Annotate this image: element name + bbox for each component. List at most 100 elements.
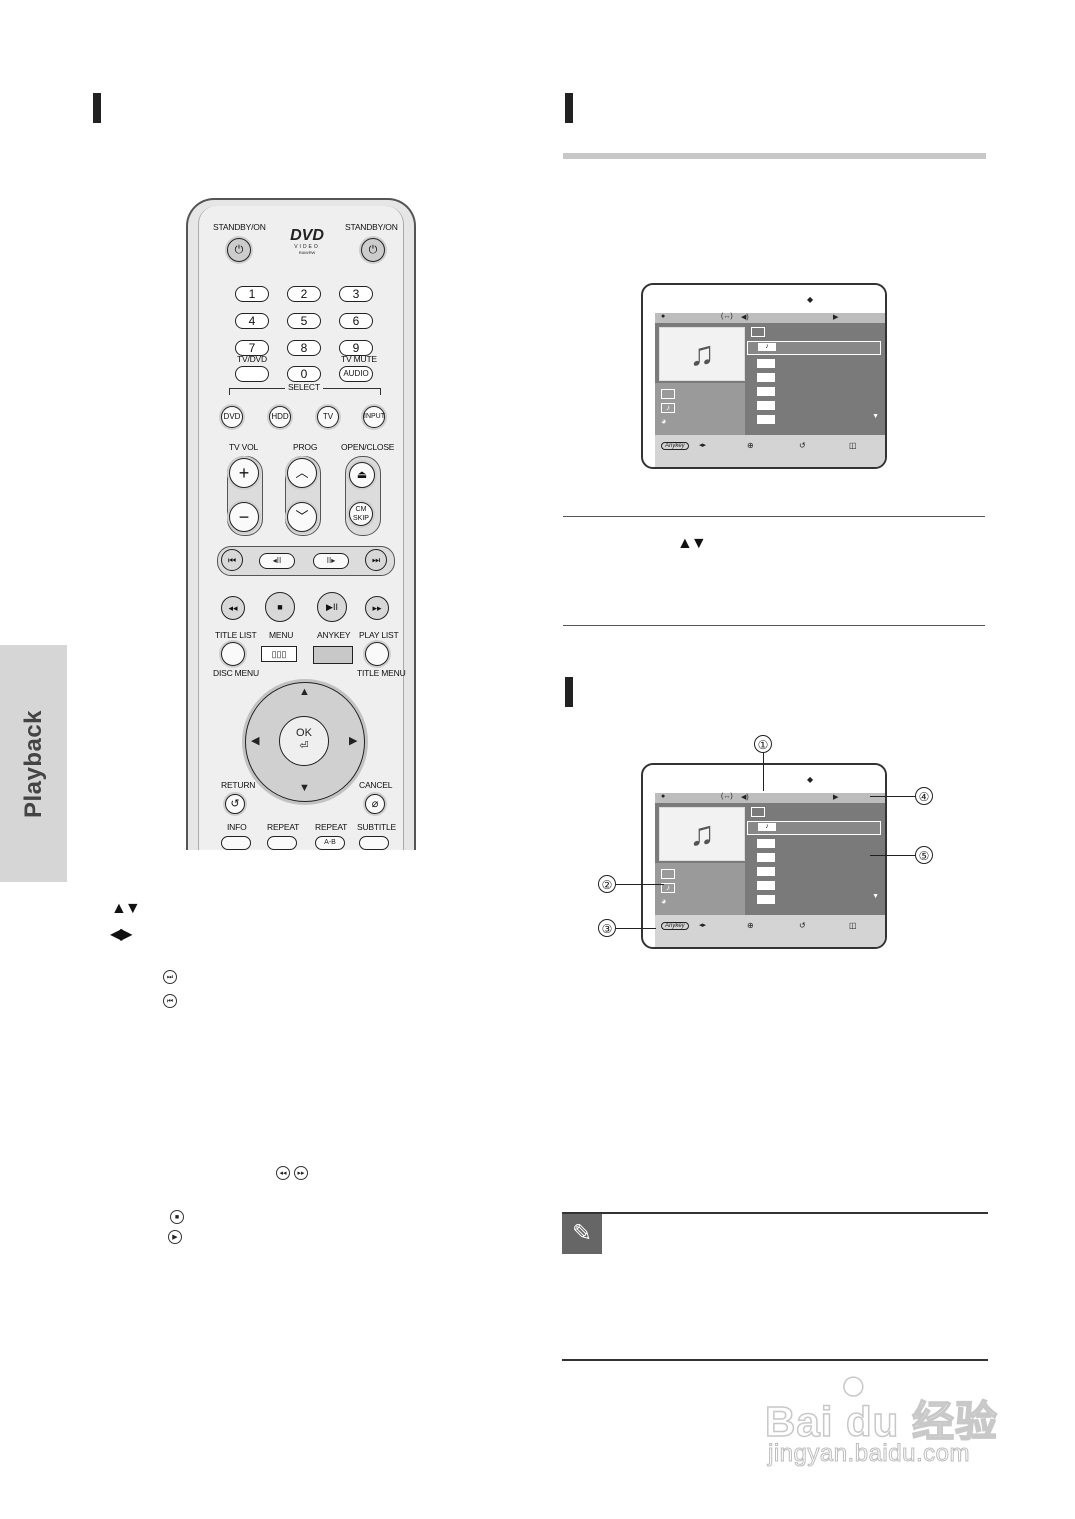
menu-button[interactable]: ▯▯▯ <box>261 646 297 662</box>
nav-down-button[interactable]: ▼ <box>299 782 310 794</box>
prog-label: PROG <box>293 442 318 452</box>
divider <box>563 625 985 626</box>
nav-up-button[interactable]: ▲ <box>299 686 310 698</box>
standby-left-button[interactable]: ⏻ <box>227 238 251 262</box>
content-area: ♫ ♪ ◕ ♪ ▼ <box>655 323 885 435</box>
side-tab-label: Playback <box>19 709 47 818</box>
file-list: ♪ ▼ <box>747 325 881 425</box>
tvdvd-label: TV/DVD <box>237 354 267 364</box>
skip-forward-icon: ⏭ <box>163 970 177 984</box>
num-2-button[interactable]: 2 <box>287 286 321 302</box>
step-forward-button[interactable]: II▸ <box>313 553 349 569</box>
ok-icon: ⊕ <box>747 921 754 930</box>
fast-forward-icon: ▸▸ <box>294 1166 308 1180</box>
list-item[interactable] <box>757 839 775 848</box>
list-item[interactable] <box>757 853 775 862</box>
up-down-arrows: ▲▼ <box>111 900 141 917</box>
step-back-button[interactable]: ◂II <box>259 553 295 569</box>
menu-icon: ◫ <box>849 441 857 450</box>
list-item[interactable] <box>757 401 775 410</box>
nav-left-button[interactable]: ◀ <box>251 735 260 747</box>
list-item[interactable] <box>757 881 775 890</box>
skip-forward-button[interactable]: ⏭ <box>365 549 387 571</box>
num-4-button[interactable]: 4 <box>235 313 269 329</box>
source-dvd-button[interactable]: DVD <box>221 406 243 428</box>
note-icon: ✎ <box>562 1214 602 1254</box>
nav-right-button[interactable]: ▶ <box>349 735 358 747</box>
note-top-rule <box>562 1212 988 1214</box>
num-6-button[interactable]: 6 <box>339 313 373 329</box>
list-item[interactable] <box>757 387 775 396</box>
note-icon: ♪ <box>758 343 776 351</box>
anykey-badge: Anykey <box>661 922 689 930</box>
list-item[interactable] <box>757 895 775 904</box>
status-strip: ● (↔) ◀) ▶ <box>655 793 885 803</box>
num-5-button[interactable]: 5 <box>287 313 321 329</box>
anykey-button[interactable] <box>313 646 353 664</box>
repeat-label: REPEAT <box>267 822 300 832</box>
parent-folder-icon <box>751 807 765 817</box>
volume-up-button[interactable]: + <box>229 458 259 488</box>
leader-2 <box>616 884 664 885</box>
num-3-button[interactable]: 3 <box>339 286 373 302</box>
rewind-button[interactable]: ◂◂ <box>221 596 245 620</box>
cm-skip-button[interactable]: CM SKIP <box>349 502 373 526</box>
audio-button[interactable]: AUDIO <box>339 366 373 382</box>
play-pause-button[interactable]: ▶II <box>317 592 347 622</box>
folder-icon <box>661 869 675 879</box>
status-strip: ● (↔) ◀) ▶ <box>655 313 885 323</box>
rewind-icon: ◂◂ <box>276 1166 290 1180</box>
num-9-button[interactable]: 9 <box>339 340 373 356</box>
num-0-button[interactable]: 0 <box>287 366 321 382</box>
cancel-button[interactable]: ⌀ <box>365 794 385 814</box>
list-item[interactable] <box>757 867 775 876</box>
note-icon: ♪ <box>661 403 675 413</box>
stop-button[interactable]: ■ <box>265 592 295 622</box>
note-bottom-rule <box>562 1359 988 1361</box>
open-close-button[interactable]: ⏏ <box>349 462 375 488</box>
return-icon: ↺ <box>799 441 806 450</box>
title-list-button[interactable] <box>221 642 245 666</box>
repeat-button[interactable] <box>267 836 297 850</box>
section-marker-right-mid <box>565 677 573 707</box>
repeat-ab-button[interactable]: A-B <box>315 836 345 850</box>
tvdvd-button[interactable] <box>235 366 269 382</box>
return-button[interactable]: ↺ <box>225 794 245 814</box>
num-1-button[interactable]: 1 <box>235 286 269 302</box>
title-menu-label: TITLE MENU <box>357 668 406 678</box>
selected-track[interactable]: ♪ <box>747 821 881 835</box>
subtitle-button[interactable] <box>359 836 389 850</box>
section-marker-left <box>93 93 101 123</box>
selected-track[interactable]: ♪ <box>747 341 881 355</box>
play-icon: ▶ <box>833 314 839 321</box>
nav-diamond-icon: ◆ <box>807 295 814 304</box>
disc-icon: ● <box>661 793 666 800</box>
button-bar: Anykey ◂▸ ⊕ ↺ ◫ <box>655 435 885 467</box>
leader-5 <box>870 855 915 856</box>
prog-down-button[interactable]: ﹀ <box>287 502 317 532</box>
enter-icon: ⏎ <box>299 740 309 752</box>
standby-right-button[interactable]: ⏻ <box>361 238 385 262</box>
list-item[interactable] <box>757 373 775 382</box>
ok-button[interactable]: OK ⏎ <box>279 716 329 766</box>
stop-icon: ■ <box>170 1210 184 1224</box>
volume-down-button[interactable]: − <box>229 502 259 532</box>
source-input-button[interactable]: INPUT <box>363 406 385 428</box>
subtitle-label: SUBTITLE <box>357 822 397 832</box>
source-tv-button[interactable]: TV <box>317 406 339 428</box>
source-hdd-button[interactable]: HDD <box>269 406 291 428</box>
list-item[interactable] <box>757 359 775 368</box>
skip-back-button[interactable]: ⏮ <box>221 549 243 571</box>
fast-forward-button[interactable]: ▸▸ <box>365 596 389 620</box>
dvd-logo: DVD VIDEO RAM/RW <box>290 227 324 256</box>
num-8-button[interactable]: 8 <box>287 340 321 356</box>
info-button[interactable] <box>221 836 251 850</box>
num-7-button[interactable]: 7 <box>235 340 269 356</box>
title-list-label: TITLE LIST <box>215 630 257 640</box>
standby-left-label: STANDBY/ON <box>213 222 266 232</box>
list-item[interactable] <box>757 415 775 424</box>
play-list-button[interactable] <box>365 642 389 666</box>
button-bar: Anykey ◂▸ ⊕ ↺ ◫ <box>655 915 885 947</box>
move-icon: ◂▸ <box>699 442 707 449</box>
prog-up-button[interactable]: ︿ <box>287 458 317 488</box>
